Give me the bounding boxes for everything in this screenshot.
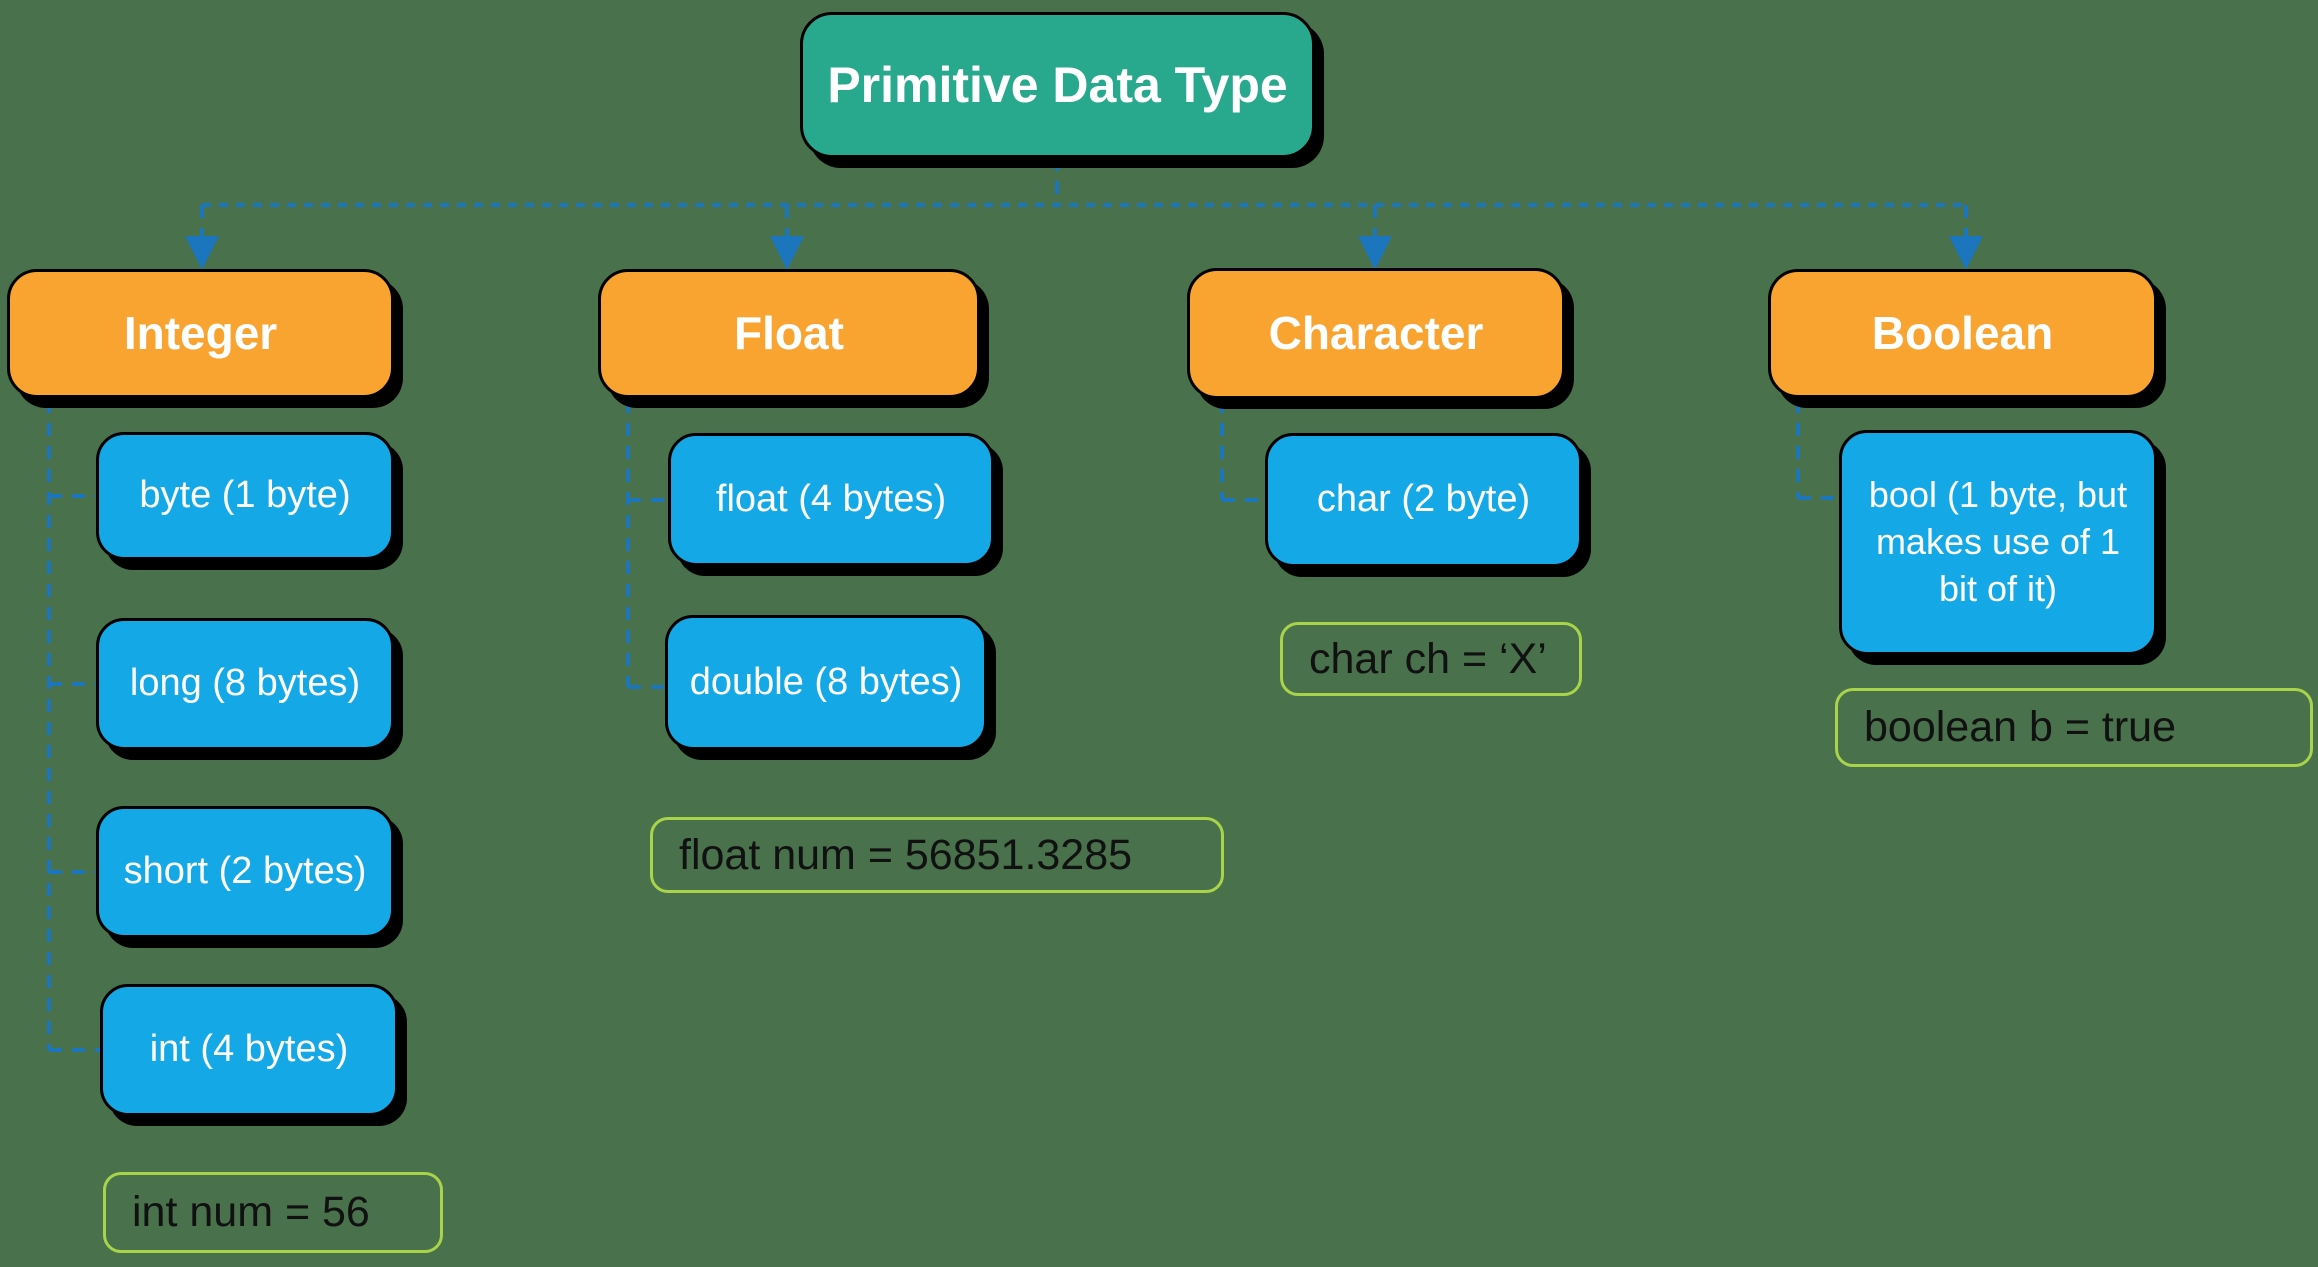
type-label: char (2 byte) xyxy=(1316,478,1531,521)
type-node-short: short (2 bytes) xyxy=(96,806,394,938)
category-label: Integer xyxy=(123,306,278,359)
arrow-down-icon xyxy=(1358,236,1392,270)
type-node-char: char (2 byte) xyxy=(1265,433,1582,567)
type-node-bool: bool (1 byte, but makes use of 1 bit of … xyxy=(1839,430,2157,655)
type-label: int (4 bytes) xyxy=(149,1028,349,1071)
type-node-int: int (4 bytes) xyxy=(100,984,398,1116)
example-box-char: char ch = ‘X’ xyxy=(1280,622,1582,696)
category-node-character: Character xyxy=(1187,268,1565,399)
example-code: boolean b = true xyxy=(1864,703,2177,751)
root-node-label: Primitive Data Type xyxy=(827,56,1288,113)
type-label: float (4 bytes) xyxy=(715,477,947,520)
arrow-down-icon xyxy=(770,236,804,270)
type-label: short (2 bytes) xyxy=(123,850,367,893)
type-label: byte (1 byte) xyxy=(139,474,351,517)
example-box-float: float num = 56851.3285 xyxy=(650,817,1224,893)
root-node-primitive-data-type: Primitive Data Type xyxy=(800,12,1315,158)
example-box-boolean: boolean b = true xyxy=(1835,688,2313,767)
type-label: long (8 bytes) xyxy=(129,662,361,705)
example-box-int: int num = 56 xyxy=(103,1172,443,1253)
category-label: Boolean xyxy=(1871,306,2054,359)
category-node-boolean: Boolean xyxy=(1768,269,2157,398)
type-node-byte: byte (1 byte) xyxy=(96,432,394,560)
category-node-float: Float xyxy=(598,269,980,398)
type-label: double (8 bytes) xyxy=(689,660,963,703)
example-code: char ch = ‘X’ xyxy=(1309,634,1547,683)
type-node-double: double (8 bytes) xyxy=(665,615,987,750)
category-label: Character xyxy=(1268,306,1484,359)
category-node-integer: Integer xyxy=(7,269,394,398)
type-node-float: float (4 bytes) xyxy=(668,433,994,566)
example-code: float num = 56851.3285 xyxy=(679,830,1133,879)
type-node-long: long (8 bytes) xyxy=(96,618,394,750)
arrow-down-icon xyxy=(185,236,219,270)
arrow-down-icon xyxy=(1949,236,1983,270)
type-label: bool (1 byte, but makes use of 1 bit of … xyxy=(1868,474,2128,609)
category-label: Float xyxy=(734,306,844,359)
example-code: int num = 56 xyxy=(132,1188,370,1236)
